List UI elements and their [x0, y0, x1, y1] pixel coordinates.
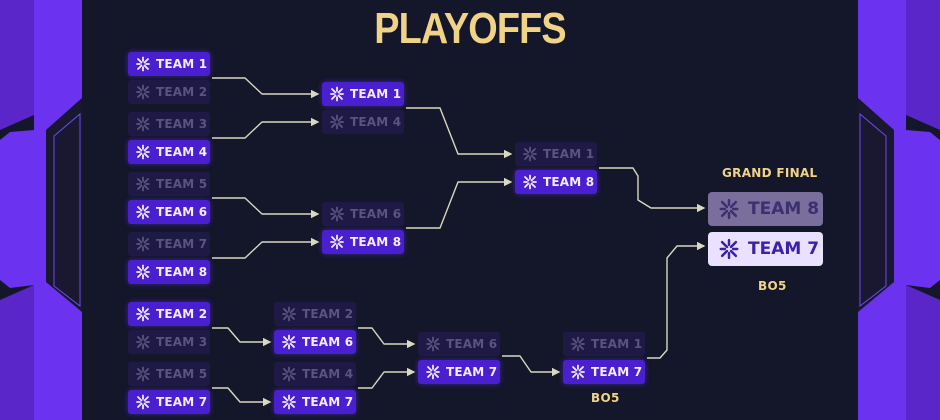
team-name: TEAM 6	[350, 207, 402, 221]
team-name: TEAM 2	[156, 307, 208, 321]
team-logo-icon	[135, 204, 151, 220]
lower-final-format: BO5	[591, 391, 620, 405]
team-logo-icon	[135, 394, 151, 410]
team-name: TEAM 4	[350, 115, 402, 129]
team-name: TEAM 3	[156, 335, 208, 349]
lower-final-slot[interactable]: TEAM 7	[563, 360, 645, 384]
team-logo-icon	[135, 56, 151, 72]
lower-r1-slot[interactable]: TEAM 5	[128, 362, 210, 386]
upper-r1-slot[interactable]: TEAM 5	[128, 172, 210, 196]
lower-r1-slot[interactable]: TEAM 2	[128, 302, 210, 326]
left-decor-panel	[0, 0, 82, 420]
team-name: TEAM 8	[156, 265, 208, 279]
upper-r1-slot[interactable]: TEAM 8	[128, 260, 210, 284]
upper-final-slot[interactable]: TEAM 8	[515, 170, 597, 194]
upper-r1-slot[interactable]: TEAM 6	[128, 200, 210, 224]
team-name: TEAM 4	[156, 145, 208, 159]
team-name: TEAM 8	[543, 175, 595, 189]
team-name: TEAM 6	[302, 335, 354, 349]
upper-r1-slot[interactable]: TEAM 1	[128, 52, 210, 76]
team-name: TEAM 8	[748, 199, 820, 219]
grand-final-label: GRAND FINAL	[722, 166, 818, 180]
page-title: PLAYOFFS	[374, 4, 566, 53]
upper-r1-slot[interactable]: TEAM 7	[128, 232, 210, 256]
team-logo-icon	[329, 206, 345, 222]
lower-r1-slot[interactable]: TEAM 3	[128, 330, 210, 354]
team-name: TEAM 5	[156, 367, 208, 381]
right-decor-panel	[858, 0, 940, 420]
upper-final-slot[interactable]: TEAM 1	[515, 142, 597, 166]
team-logo-icon	[135, 236, 151, 252]
team-logo-icon	[522, 146, 538, 162]
team-name: TEAM 5	[156, 177, 208, 191]
team-name: TEAM 6	[156, 205, 208, 219]
team-logo-icon	[570, 364, 586, 380]
lower-r2-slot[interactable]: TEAM 2	[274, 302, 356, 326]
team-logo-icon	[135, 306, 151, 322]
lower-r2-slot[interactable]: TEAM 6	[274, 330, 356, 354]
team-name: TEAM 1	[350, 87, 402, 101]
team-logo-icon	[135, 116, 151, 132]
team-logo-icon	[281, 334, 297, 350]
grand-final-slot[interactable]: TEAM 8	[708, 192, 823, 226]
team-name: TEAM 1	[591, 337, 643, 351]
team-logo-icon	[281, 366, 297, 382]
team-name: TEAM 1	[156, 57, 208, 71]
team-logo-icon	[135, 334, 151, 350]
upper-r1-slot[interactable]: TEAM 2	[128, 80, 210, 104]
team-logo-icon	[329, 234, 345, 250]
team-logo-icon	[281, 394, 297, 410]
lower-r1-slot[interactable]: TEAM 7	[128, 390, 210, 414]
upper-sf-slot[interactable]: TEAM 4	[322, 110, 404, 134]
team-logo-icon	[329, 114, 345, 130]
team-name: TEAM 2	[302, 307, 354, 321]
upper-sf-slot[interactable]: TEAM 1	[322, 82, 404, 106]
grand-final-format: BO5	[758, 279, 787, 293]
team-name: TEAM 8	[350, 235, 402, 249]
team-logo-icon	[425, 364, 441, 380]
team-name: TEAM 7	[591, 365, 643, 379]
team-logo-icon	[135, 84, 151, 100]
upper-r1-slot[interactable]: TEAM 4	[128, 140, 210, 164]
upper-r1-slot[interactable]: TEAM 3	[128, 112, 210, 136]
team-name: TEAM 7	[302, 395, 354, 409]
team-name: TEAM 7	[446, 365, 498, 379]
team-logo-icon	[281, 306, 297, 322]
grand-final-slot[interactable]: TEAM 7	[708, 232, 823, 266]
lower-sf-slot[interactable]: TEAM 7	[418, 360, 500, 384]
lower-sf-slot[interactable]: TEAM 6	[418, 332, 500, 356]
team-name: TEAM 4	[302, 367, 354, 381]
team-name: TEAM 2	[156, 85, 208, 99]
team-logo-icon	[329, 86, 345, 102]
team-name: TEAM 7	[156, 395, 208, 409]
team-logo-icon	[135, 264, 151, 280]
lower-r2-slot[interactable]: TEAM 4	[274, 362, 356, 386]
team-logo-icon	[718, 238, 740, 260]
lower-r2-slot[interactable]: TEAM 7	[274, 390, 356, 414]
upper-sf-slot[interactable]: TEAM 8	[322, 230, 404, 254]
team-logo-icon	[522, 174, 538, 190]
team-logo-icon	[570, 336, 586, 352]
team-name: TEAM 1	[543, 147, 595, 161]
team-logo-icon	[135, 176, 151, 192]
team-name: TEAM 3	[156, 117, 208, 131]
upper-sf-slot[interactable]: TEAM 6	[322, 202, 404, 226]
team-logo-icon	[425, 336, 441, 352]
team-logo-icon	[718, 198, 740, 220]
lower-final-slot[interactable]: TEAM 1	[563, 332, 645, 356]
team-name: TEAM 6	[446, 337, 498, 351]
team-logo-icon	[135, 144, 151, 160]
team-logo-icon	[135, 366, 151, 382]
team-name: TEAM 7	[156, 237, 208, 251]
team-name: TEAM 7	[748, 239, 820, 259]
